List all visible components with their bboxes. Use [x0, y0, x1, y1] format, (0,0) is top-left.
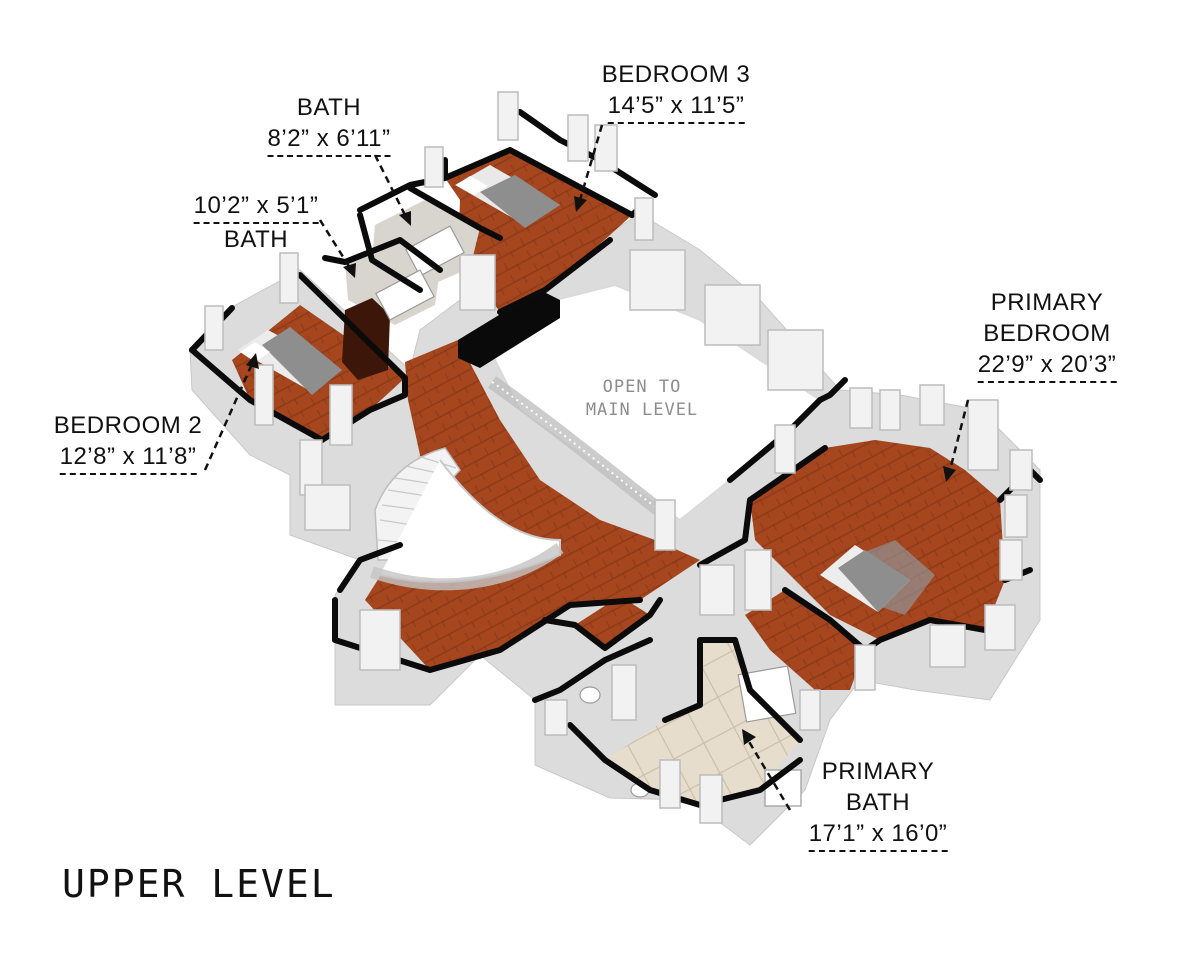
level-title: UPPER LEVEL: [62, 862, 336, 906]
floor-primary-hall: [745, 590, 865, 690]
room-name: BATH: [223, 226, 289, 253]
label-bath-2: 10’2” x 5’1” BATH: [193, 190, 319, 255]
label-bath-1: BATH 8’2” x 6’11”: [267, 92, 391, 157]
pointer-arrows: [203, 124, 970, 811]
label-primary-bath: PRIMARY BATH 17’1” x 16’0”: [808, 756, 948, 852]
dark-cabinet: [458, 290, 560, 368]
floor-primary-bedroom: [750, 440, 1005, 640]
room-name: BEDROOM 2: [53, 412, 203, 439]
floor-primary-bath: [605, 640, 800, 805]
room-dimensions: 12’8” x 11’8”: [59, 441, 197, 475]
room-dimensions: 22’9” x 20’3”: [977, 349, 1117, 383]
room-name-line-1: PRIMARY: [821, 758, 935, 785]
bed-primary: [820, 540, 935, 615]
bath-fixtures: [375, 225, 802, 807]
label-bedroom-3: BEDROOM 3 14’5” x 11’5”: [602, 59, 751, 124]
room-dimensions: 8’2” x 6’11”: [267, 123, 391, 157]
room-dimensions: 10’2” x 5’1”: [193, 190, 319, 224]
room-name-line-2: BATH: [845, 789, 911, 816]
wall-tops: [189, 109, 1043, 808]
room-name-line-1: PRIMARY: [990, 289, 1104, 316]
label-primary-bedroom: PRIMARY BEDROOM 22’9” x 20’3”: [977, 287, 1117, 383]
windows: [204, 91, 1033, 824]
floor-closet: [575, 596, 650, 648]
room-dimensions: 17’1” x 16’0”: [808, 818, 948, 852]
open-to-line-2: MAIN LEVEL: [585, 400, 699, 420]
open-to-line-1: OPEN TO: [602, 377, 682, 397]
room-name: BEDROOM 3: [601, 61, 751, 88]
room-dimensions: 14’5” x 11’5”: [607, 90, 745, 124]
bed-bedroom-3: [455, 165, 560, 228]
room-name-line-2: BEDROOM: [983, 320, 1111, 347]
room-name: BATH: [296, 94, 362, 121]
arrow-heads: [246, 196, 956, 745]
label-bedroom-2: BEDROOM 2 12’8” x 11’8”: [54, 410, 203, 475]
bed-bedroom-2: [238, 327, 342, 395]
open-to-below-label: OPEN TO MAIN LEVEL: [586, 376, 698, 422]
